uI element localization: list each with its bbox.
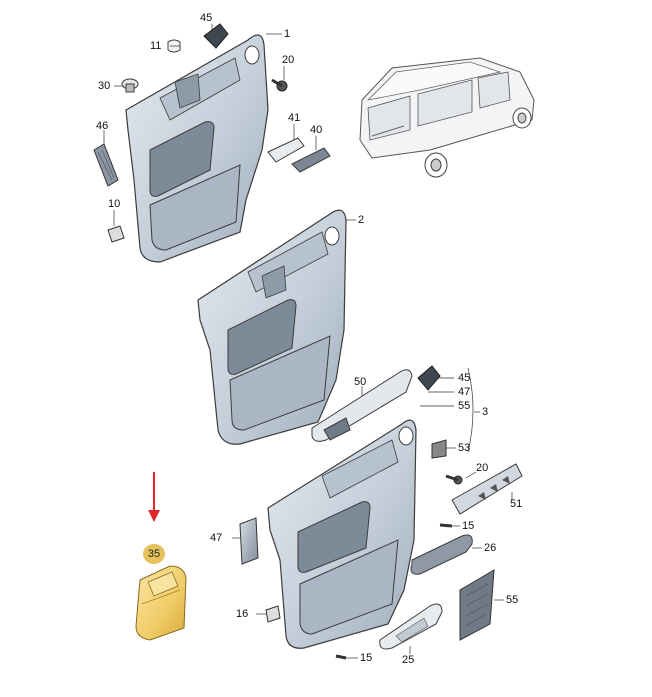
screw-part-20-top [271, 78, 288, 92]
label-part-50: 50 [354, 376, 367, 388]
label-part-2: 2 [358, 214, 365, 226]
cover-part-40 [291, 147, 331, 173]
label-part-25: 25 [402, 654, 415, 666]
screw-part-15-bottom [335, 654, 347, 660]
label-part-41: 41 [288, 112, 301, 124]
ashtray-part-35 [135, 565, 187, 641]
grille-part-55-bottom [459, 569, 495, 641]
van-illustration [359, 57, 535, 178]
label-part-53: 53 [458, 442, 471, 454]
red-arrow-indicator [148, 472, 160, 522]
label-part-10: 10 [108, 198, 121, 210]
label-part-26: 26 [484, 542, 497, 554]
grille-part-46 [93, 143, 119, 187]
label-part-40: 40 [310, 124, 323, 136]
label-part-11: 11 [150, 40, 162, 52]
switch-panel-part-51 [451, 463, 523, 515]
handle-part-25 [379, 603, 443, 650]
label-part-15-bottom: 15 [360, 652, 373, 664]
label-part-15-top: 15 [462, 520, 475, 532]
label-part-16: 16 [236, 608, 249, 620]
label-part-51: 51 [510, 498, 523, 510]
label-part-55-bottom: 55 [506, 594, 519, 606]
leader-lines [103, 24, 513, 659]
clip-part-30 [121, 78, 139, 93]
clip-part-10 [107, 225, 125, 243]
label-part-47-mid: 47 [458, 386, 471, 398]
cover-part-47 [239, 517, 259, 565]
bracket-part-53 [431, 439, 447, 459]
label-part-20-top: 20 [282, 54, 295, 66]
tray-part-26 [410, 534, 473, 575]
label-part-30: 30 [98, 80, 111, 92]
armrest-part-50 [311, 369, 413, 442]
label-part-46: 46 [96, 120, 109, 132]
door-panel-1 [125, 34, 269, 263]
screw-part-20-mid [445, 474, 463, 485]
label-part-45-top: 45 [200, 12, 213, 24]
label-part-1: 1 [284, 28, 291, 40]
bracket-part-45-mid [417, 365, 441, 391]
bracket-part-45-top [203, 23, 229, 49]
door-panel-2 [197, 209, 347, 445]
clip-part-16 [265, 605, 281, 623]
screw-part-15-top [439, 523, 453, 528]
label-part-3: 3 [482, 406, 489, 418]
label-part-47-bottom: 47 [210, 532, 223, 544]
label-part-45-mid: 45 [458, 372, 471, 384]
label-part-55-mid: 55 [458, 400, 471, 412]
badge-part-35: 35 [143, 544, 165, 564]
label-part-20-mid: 20 [476, 462, 489, 474]
handle-part-41 [267, 137, 305, 163]
door-panel-3 [267, 419, 417, 649]
